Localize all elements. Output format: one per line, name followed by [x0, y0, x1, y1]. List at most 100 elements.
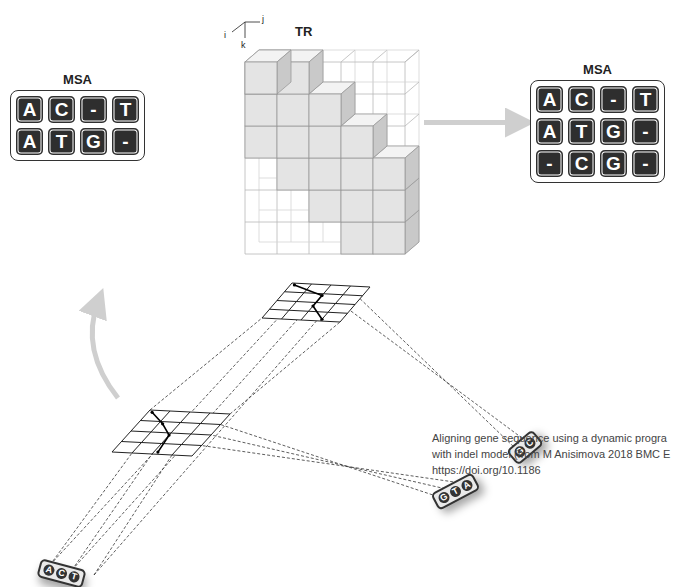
cube-front [277, 158, 309, 190]
dp-path-dot [168, 434, 171, 437]
msa-frame: AC-TATG--CG- [530, 80, 665, 183]
dp-path-dot [293, 283, 296, 286]
cube-front [277, 94, 309, 126]
tensor-cubes [245, 50, 419, 254]
tile-frame: ACT [36, 558, 86, 587]
cube-front [245, 126, 277, 158]
grid-line [405, 114, 419, 126]
msa-heading: MSA [10, 72, 145, 87]
msa-cell: T [48, 128, 75, 155]
dp-path-dot [320, 318, 323, 321]
dp-grid [262, 283, 370, 322]
cube-front [245, 94, 277, 126]
projection-line [72, 454, 152, 570]
cube-front [309, 158, 341, 190]
msa-cell: G [80, 128, 107, 155]
msa-cell: - [80, 96, 107, 123]
dp-path-dot [311, 304, 314, 307]
projection-line [211, 435, 455, 491]
msa-cell: T [632, 86, 659, 113]
projection-line [50, 453, 132, 565]
cube-side [309, 50, 323, 94]
dp-grid-line [172, 413, 210, 455]
msa-cell: A [16, 96, 43, 123]
grid-line [405, 82, 419, 94]
result-arrow [92, 302, 118, 398]
msa-cell: G [600, 118, 627, 145]
projection-line [94, 455, 172, 575]
dp-path-dot [156, 451, 159, 454]
dp-grid-line [131, 431, 211, 435]
msa-table: MSAAC-TATG--CG- [530, 62, 665, 183]
axis-label: k [241, 40, 246, 50]
flow-arrow [424, 120, 520, 125]
msa-cell: C [568, 86, 595, 113]
axes-symbol [232, 22, 260, 38]
dp-grids [112, 283, 370, 456]
projection-line [150, 318, 262, 410]
msa-cell: - [600, 86, 627, 113]
cube-front [341, 158, 373, 190]
axis-label: i [224, 30, 226, 40]
dp-path-dot [151, 411, 154, 414]
dp-path-dot [161, 422, 164, 425]
dp-path [152, 412, 169, 452]
cube-front [373, 190, 405, 222]
cube-front [309, 94, 341, 126]
msa-cell: A [536, 118, 563, 145]
cube-front [309, 126, 341, 158]
cube-side [405, 146, 419, 190]
cube-front [245, 62, 277, 94]
dp-grid [112, 410, 230, 456]
cube-front [341, 222, 373, 254]
msa-cell: A [16, 128, 43, 155]
tensor-title: TR [225, 24, 420, 39]
msa-cell: T [112, 96, 139, 123]
msa-cell: - [112, 128, 139, 155]
msa-cell: C [48, 96, 75, 123]
msa-cell: C [568, 150, 595, 177]
msa-frame: AC-TATG- [10, 90, 145, 161]
cube-front [277, 126, 309, 158]
projection-line [202, 446, 469, 485]
cube-front [373, 222, 405, 254]
sequence-tile: ACT [38, 562, 85, 583]
msa-table: MSAAC-TATG- [10, 72, 145, 161]
dp-grid-line [122, 442, 202, 446]
projection-line [72, 320, 297, 570]
cube-front [309, 190, 341, 222]
dp-grid-line [321, 286, 351, 321]
msa-cell: T [568, 118, 595, 145]
tile-letter: T [67, 570, 80, 583]
cube-side [277, 50, 291, 94]
tile-letter: A [460, 478, 475, 493]
projection-line [50, 319, 278, 565]
grid-line [373, 50, 387, 62]
msa-cell: - [632, 118, 659, 145]
projection-line [350, 310, 526, 441]
msa-cell: - [536, 150, 563, 177]
grid-line [341, 50, 355, 62]
tile-letter: A [42, 563, 55, 576]
tile-letter: C [55, 567, 68, 580]
cube-front [373, 158, 405, 190]
msa-cell: A [536, 86, 563, 113]
projection-line [94, 321, 317, 575]
cube-side [341, 82, 355, 126]
tile-frame: GTA [430, 472, 480, 511]
cube-front [341, 190, 373, 222]
msa-cell: G [600, 150, 627, 177]
dp-grid-line [270, 309, 348, 313]
dp-path-dot [320, 294, 323, 297]
caption-text: Aligning gene sequence using a dynamic p… [432, 430, 688, 478]
projection-line [221, 425, 443, 499]
msa-cell: - [632, 150, 659, 177]
sequence-tile: GTA [432, 480, 479, 501]
msa-heading: MSA [530, 62, 665, 77]
cube-front [341, 126, 373, 158]
axis-label: j [262, 14, 264, 24]
tensor-wireframe [245, 50, 419, 254]
projection-line [360, 299, 517, 450]
tensor-box: TR [225, 24, 420, 264]
cube-front [245, 62, 277, 94]
